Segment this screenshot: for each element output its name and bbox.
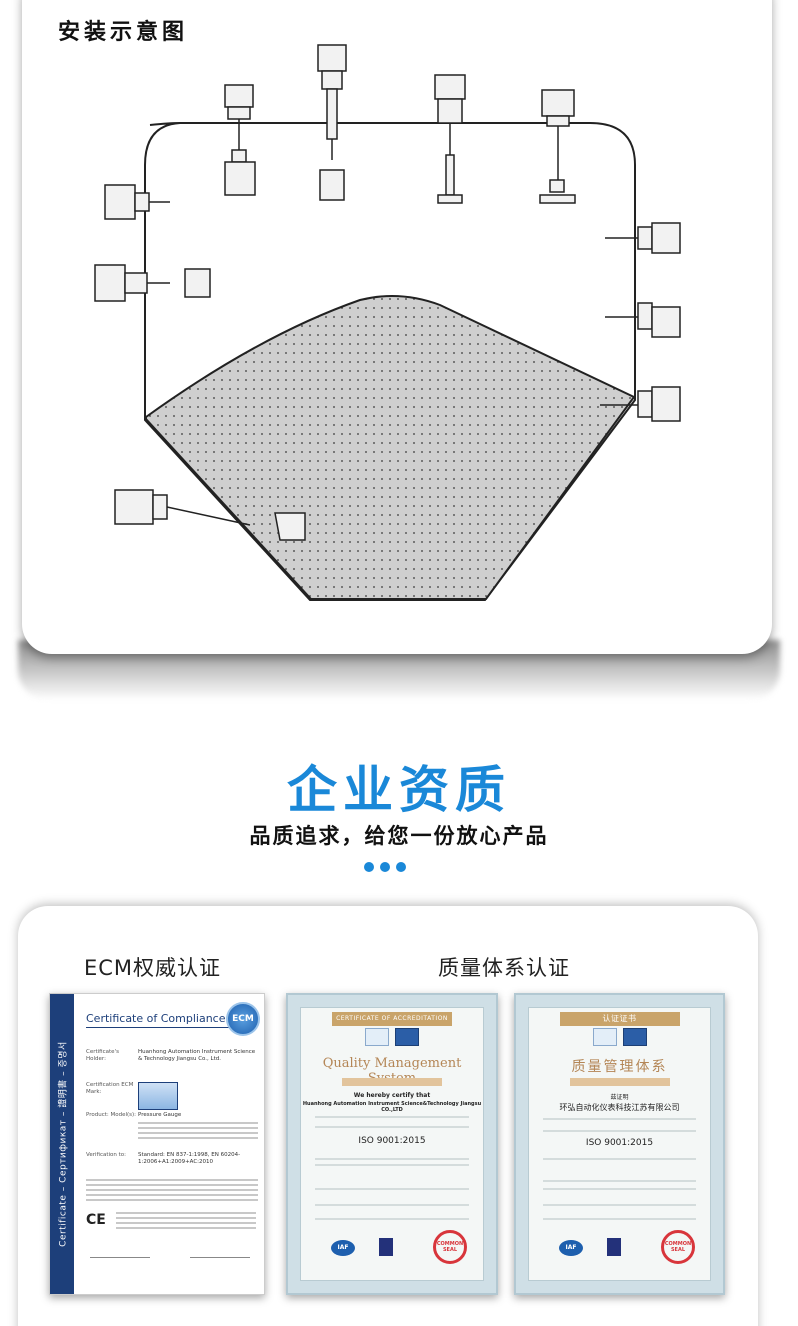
ecm-mark-badge: [138, 1082, 178, 1110]
installation-title: 安装示意图: [58, 20, 189, 45]
common-seal: COMMON SEAL: [433, 1230, 467, 1264]
section-heading: 企业资质: [287, 761, 511, 819]
ecm-certificate[interactable]: Certificate – Сертификат – 證明書 – 증명서 Cer…: [49, 993, 265, 1295]
ecm-product-value: Pressure Gauge: [138, 1112, 182, 1118]
q2-line: [543, 1218, 696, 1220]
q1-line: [315, 1116, 469, 1118]
dots-divider: [364, 862, 406, 872]
q2-line: [543, 1188, 696, 1190]
ecm-logo: ECM: [226, 1002, 260, 1036]
q2-line: [543, 1130, 696, 1132]
q2-company: 环弘自动化仪表科技江苏有限公司: [559, 1103, 680, 1112]
q2-standard: ISO 9001:2015: [585, 1138, 654, 1148]
ecm-signature-right: [190, 1244, 250, 1258]
q1-inner: CERTIFICATE OF ACCREDITATION Quality Man…: [300, 1007, 484, 1281]
right-sensor-2: [605, 302, 681, 338]
ce-mark: CE: [86, 1212, 106, 1228]
iso-logo-icon: [592, 1028, 617, 1046]
ecm-model-lines: [86, 1122, 258, 1142]
iaf-logo: IAF: [331, 1240, 355, 1256]
ukas-logo-icon: [622, 1028, 647, 1046]
ecm-holder-label: Certificate's Holder:: [86, 1049, 119, 1062]
ecm-side-text: Certificate – Сертификат – 證明書 – 증명서: [58, 1041, 69, 1247]
top-sensor-4: [539, 89, 576, 204]
right-sensor-1: [605, 222, 681, 254]
q2-line: [543, 1180, 696, 1182]
quality-caption: 质量体系认证: [438, 956, 570, 980]
dot: [364, 862, 374, 872]
left-sensor-2: [94, 264, 211, 302]
q2-certify: 兹证明: [610, 1094, 629, 1101]
q1-logos: [365, 1028, 419, 1046]
tank-outline: [144, 122, 636, 601]
top-sensor-1: [224, 84, 256, 196]
top-sensor-2: [317, 44, 347, 201]
q2-title: 质量管理体系: [571, 1059, 668, 1075]
ecm-caption: ECM权威认证: [84, 956, 222, 980]
q1-ribbon: CERTIFICATE OF ACCREDITATION: [332, 1012, 452, 1026]
ecm-side-band: Certificate – Сертификат – 證明書 – 증명서: [50, 994, 74, 1294]
ecm-signature-left: [90, 1244, 150, 1258]
ukas-badge-icon: [379, 1238, 393, 1256]
q2-line: [543, 1158, 696, 1160]
q2-logos: [592, 1028, 647, 1046]
ecm-product-label: Product: Model(s):: [86, 1112, 137, 1118]
ecm-mark-label: Certification ECM Mark:: [86, 1082, 134, 1095]
ecm-body-lines: [86, 1179, 258, 1204]
bottom-sensor: [114, 489, 306, 541]
quality-certificate-en[interactable]: CERTIFICATE OF ACCREDITATION Quality Man…: [286, 993, 498, 1295]
q1-line: [315, 1164, 469, 1166]
ecm-ce-lines: [116, 1212, 256, 1232]
q1-line: [315, 1126, 469, 1128]
section-subtitle: 品质追求，给您一份放心产品: [249, 824, 549, 848]
common-seal: COMMON SEAL: [661, 1230, 695, 1264]
q1-line: [315, 1218, 469, 1220]
ecm-rule: [86, 1027, 256, 1028]
dot: [380, 862, 390, 872]
q1-reg-bar: [342, 1078, 442, 1086]
installation-diagram: [94, 44, 681, 601]
ecm-holder-value: Huanhong Automation Instrument Science &…: [138, 1049, 256, 1062]
quality-certificate-cn[interactable]: 认证证书 质量管理体系 兹证明 环弘自动化仪表科技江苏有限公司 ISO 9001…: [514, 993, 725, 1295]
q1-line: [315, 1188, 469, 1190]
q2-line: [543, 1204, 696, 1206]
ukas-logo-icon: [395, 1028, 419, 1046]
material-pile: [145, 295, 636, 600]
left-sensor-1: [104, 184, 170, 220]
q1-company: Huanhong Automation Instrument Science&T…: [302, 1101, 482, 1113]
right-sensor-3: [600, 386, 681, 422]
q1-certify: We hereby certify that: [353, 1092, 431, 1099]
q1-line: [315, 1204, 469, 1206]
q2-line: [543, 1118, 696, 1120]
q2-reg-bar: [569, 1078, 670, 1086]
ecm-title: Certificate of Compliance: [86, 1012, 226, 1025]
q2-ribbon: 认证证书: [559, 1012, 680, 1026]
ecm-verification-value: Standard: EN 837-1:1998, EN 60204-1:2006…: [138, 1152, 241, 1165]
iso-logo-icon: [365, 1028, 389, 1046]
iaf-logo: IAF: [559, 1240, 583, 1256]
dot: [396, 862, 406, 872]
q1-standard: ISO 9001:2015: [358, 1136, 426, 1146]
q1-line: [315, 1158, 469, 1160]
ukas-badge-icon: [607, 1238, 621, 1256]
q2-inner: 认证证书 质量管理体系 兹证明 环弘自动化仪表科技江苏有限公司 ISO 9001…: [528, 1007, 711, 1281]
top-sensor-3: [434, 74, 466, 204]
ecm-verification-label: Verification to:: [86, 1152, 127, 1158]
